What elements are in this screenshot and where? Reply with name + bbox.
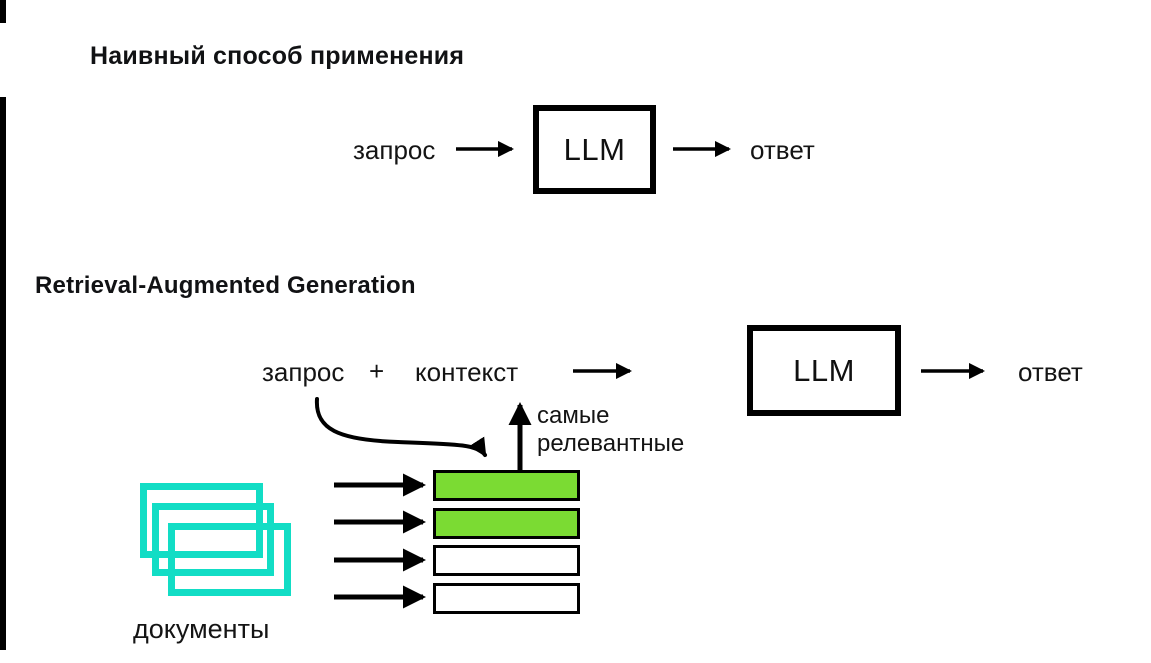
rag-answer-label: ответ [1018,357,1083,387]
document-outline-2 [152,503,274,576]
naive-answer-label: ответ [750,135,815,165]
naive-llm-label: LLM [563,131,626,167]
rag-llm-label: LLM [793,352,855,388]
document-outline-3 [168,523,291,596]
rag-context-label: контекст [415,357,519,387]
naive-query-label: запрос [353,135,436,165]
rag-llm-box: LLM [747,325,901,416]
retrieved-chunk-2-relevant [433,508,580,539]
rag-query-label: запрос [262,357,345,387]
most-relevant-label: самые релевантные [537,402,684,458]
most-relevant-line2: релевантные [537,430,685,457]
retrieved-chunk-3 [433,545,580,576]
rag-section-title: Retrieval-Augmented Generation [35,272,416,299]
naive-section-title: Наивный способ применения [90,42,465,70]
rag-plus-sign: + [369,356,385,386]
naive-llm-box: LLM [533,105,656,194]
left-edge-bar-top [0,0,6,23]
most-relevant-line1: самые [537,402,610,429]
documents-label: документы [133,614,270,644]
retrieved-chunk-4 [433,583,580,614]
document-outline-1 [140,483,263,558]
query-to-stack-curved-arrow [314,397,487,458]
retrieved-chunk-1-relevant [433,470,580,501]
left-edge-bar-main [0,97,6,650]
